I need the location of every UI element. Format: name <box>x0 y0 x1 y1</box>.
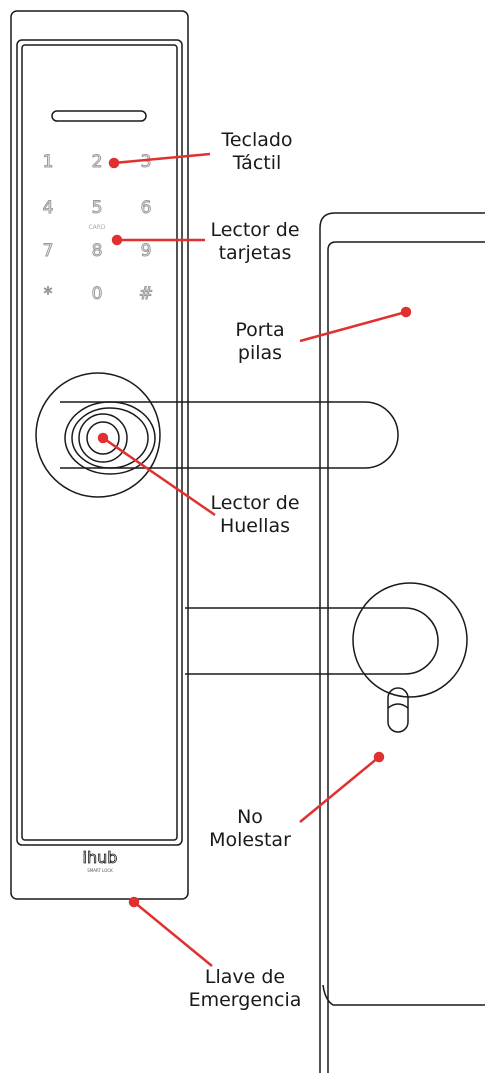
front-handle-lever <box>60 401 399 469</box>
label-lector-huellas: Lector de Huellas <box>200 492 310 538</box>
fingerprint-housing-inner <box>71 407 149 469</box>
label-line: Teclado <box>221 129 293 151</box>
back-handle-lever <box>185 607 439 675</box>
card-reader-slot <box>51 110 147 122</box>
callout-dot-huellas <box>97 432 109 444</box>
callout-line-llave <box>133 901 213 967</box>
key-3: 3 <box>141 152 152 172</box>
label-line: Porta <box>235 319 285 341</box>
touch-keypad: 1 2 3 4 5 6 7 8 9 * 0 # <box>42 152 154 305</box>
fingerprint-sensor <box>86 421 120 455</box>
front-handle-rose <box>35 372 161 498</box>
callout-dot-llave <box>128 896 140 908</box>
callout-line-huellas <box>102 436 216 517</box>
label-line: Llave de <box>204 966 286 988</box>
label-line: Lector de <box>210 492 300 514</box>
label-no-molestar: No Molestar <box>200 806 300 852</box>
fingerprint-housing-outer <box>64 401 156 475</box>
label-line: Táctil <box>232 152 282 174</box>
do-not-disturb-slider-notch <box>387 703 409 709</box>
front-lock-screen <box>16 39 183 846</box>
callout-line-teclado <box>113 152 211 165</box>
callout-dot-teclado <box>108 157 120 169</box>
callout-line-pilas <box>299 310 407 343</box>
key-hash: # <box>139 284 153 304</box>
back-lock-lower-contour <box>322 984 485 1006</box>
callout-dot-pilas <box>400 306 412 318</box>
label-line: tarjetas <box>218 242 292 264</box>
label-teclado-tactil: Teclado Táctil <box>205 129 309 175</box>
key-2: 2 <box>92 152 103 172</box>
key-8: 8 <box>92 241 103 261</box>
back-lock-inner-panel <box>327 241 485 1073</box>
callout-line-molestar <box>299 756 380 823</box>
label-llave-emergencia: Llave de Emergencia <box>185 966 305 1012</box>
back-handle-rose <box>352 582 468 698</box>
label-line: Molestar <box>209 829 291 851</box>
front-lock-screen-inner <box>21 44 178 841</box>
label-line: No <box>237 806 263 828</box>
key-0: 0 <box>92 284 103 304</box>
brand-tagline: SMART LOCK <box>87 868 113 873</box>
do-not-disturb-slider <box>387 687 409 733</box>
brand-logo: ihub <box>83 848 118 867</box>
label-line: Lector de <box>210 219 300 241</box>
back-lock-body <box>319 212 485 1073</box>
callout-dot-tarjetas <box>111 234 123 246</box>
key-1: 1 <box>43 152 54 172</box>
key-5: 5 <box>92 198 103 218</box>
label-line: Huellas <box>219 515 291 537</box>
key-4: 4 <box>43 198 54 218</box>
label-porta-pilas: Porta pilas <box>225 319 295 365</box>
key-9: 9 <box>141 241 152 261</box>
key-7: 7 <box>43 241 54 261</box>
card-label: CARD <box>88 224 105 231</box>
fingerprint-sensor-ring <box>78 413 128 463</box>
key-star: * <box>44 284 53 304</box>
label-line: pilas <box>237 342 283 364</box>
key-6: 6 <box>141 198 152 218</box>
label-lector-tarjetas: Lector de tarjetas <box>200 219 310 265</box>
front-lock-body <box>10 10 189 900</box>
label-line: Emergencia <box>188 989 302 1011</box>
callout-dot-molestar <box>373 751 385 763</box>
